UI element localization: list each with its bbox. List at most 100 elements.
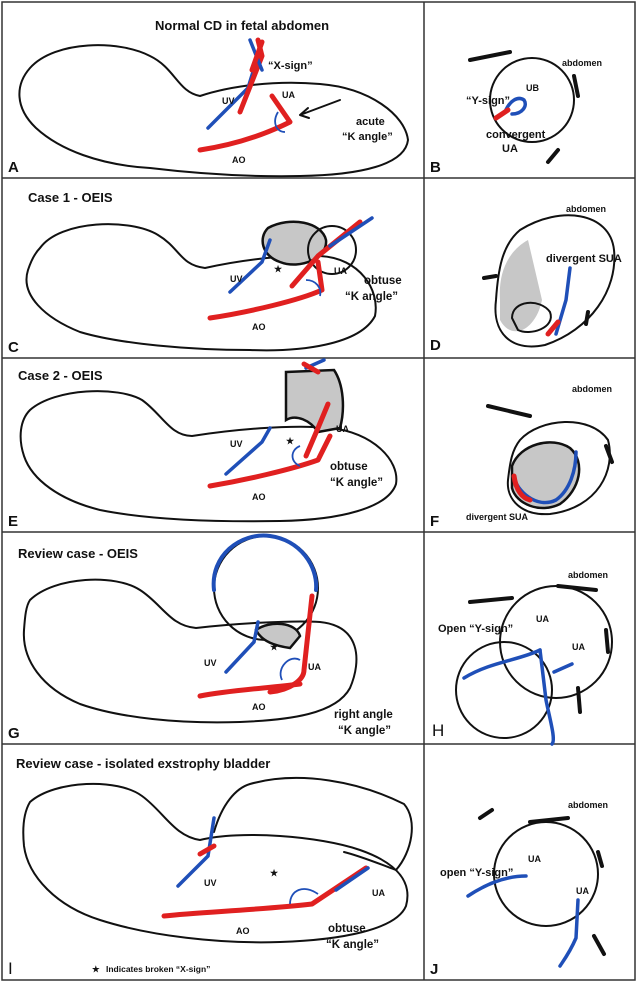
panel-f: abdomen divergent SUA F [430, 384, 612, 530]
angle-pointer-arrow [300, 100, 340, 118]
footnote-text: Indicates broken “X-sign” [106, 964, 210, 974]
convergent-label-line2: UA [502, 143, 518, 155]
ub-label: UB [526, 83, 539, 93]
panel-e: Case 2 - OEIS ★ UV UA AO obtuse “K angle… [8, 360, 396, 530]
abdominal-wall-mark [488, 406, 530, 416]
angle-label-line1: obtuse [330, 461, 368, 473]
panel-g-title: Review case - OEIS [18, 546, 138, 561]
ao-label: AO [232, 155, 246, 165]
y-sign-label: “Y-sign” [466, 95, 510, 107]
abdominal-wall-mark [586, 312, 588, 324]
open-y-line-2 [554, 664, 572, 672]
convergent-label-line1: convergent [486, 129, 546, 141]
angle-label-line1: right angle [334, 709, 393, 721]
open-y-line-2 [560, 900, 578, 966]
abdominal-wall-mark [606, 446, 612, 462]
ao-label: AO [252, 322, 266, 332]
uv-label: UV [204, 658, 217, 668]
panel-letter-f: F [430, 513, 439, 530]
panel-a-title: Normal CD in fetal abdomen [155, 18, 329, 33]
abdominal-wall-mark [548, 150, 558, 162]
ao-label: AO [252, 702, 266, 712]
angle-label-line1: obtuse [328, 923, 366, 935]
panel-letter-h: H [432, 721, 444, 740]
k-angle-arc [293, 446, 301, 466]
star-marker: ★ [270, 868, 279, 878]
angle-label-line2: “K angle” [338, 725, 391, 737]
panel-i-title: Review case - isolated exstrophy bladder [16, 756, 270, 771]
cord-blue [330, 218, 372, 246]
panel-letter-d: D [430, 337, 441, 354]
uv-label: UV [230, 274, 243, 284]
x-sign-label: “X-sign” [268, 60, 313, 72]
ua-label: UA [336, 424, 349, 434]
divergent-sua-label: divergent SUA [466, 512, 529, 522]
convergent-ua-red [496, 110, 508, 118]
star-marker: ★ [270, 642, 279, 652]
umbilical-vein-line [226, 428, 270, 474]
panel-letter-g: G [8, 725, 20, 742]
angle-label-line2: “K angle” [342, 131, 393, 143]
uv-label: UV [222, 96, 235, 106]
ua-label-1: UA [536, 614, 549, 624]
abdomen-label: abdomen [572, 384, 612, 394]
abdomen-label: abdomen [562, 58, 602, 68]
panel-c: Case 1 - OEIS ★ UV UA AO obtuse “K angle… [8, 190, 402, 356]
uv-label: UV [230, 439, 243, 449]
abdominal-wall-mark [480, 810, 492, 818]
angle-label-line2: “K angle” [326, 939, 379, 951]
panel-h: abdomen Open “Y-sign” UA UA H [432, 570, 612, 744]
abdominal-wall-mark [558, 586, 596, 590]
bladder-exstrophy [286, 370, 343, 432]
abdominal-wall-mark [484, 276, 496, 278]
angle-label-line2: “K angle” [345, 291, 398, 303]
abdomen-label: abdomen [568, 800, 608, 810]
panel-letter-i: I [8, 959, 13, 978]
star-legend-icon: ★ [92, 964, 101, 974]
cord-blue [214, 536, 317, 590]
abdominal-wall-mark [530, 818, 568, 822]
abdominal-wall-mark [574, 76, 578, 96]
ua-label: UA [372, 888, 385, 898]
abdominal-wall-mark [578, 688, 580, 712]
abdominal-wall-mark [470, 52, 510, 60]
exstrophy-bladder-outline [214, 778, 412, 870]
ao-label: AO [252, 492, 266, 502]
star-marker: ★ [274, 264, 283, 274]
bladder-exstrophy [500, 240, 542, 331]
ua-label: UA [282, 90, 295, 100]
panel-letter-c: C [8, 339, 19, 356]
abdomen-circle [500, 586, 612, 698]
cord-red [200, 846, 214, 854]
panel-e-title: Case 2 - OEIS [18, 368, 103, 383]
y-sign-label: Open “Y-sign” [438, 623, 513, 635]
ua-label-2: UA [576, 886, 589, 896]
umbilical-vein-line [178, 818, 214, 886]
bladder-circle [456, 642, 552, 738]
panel-c-title: Case 1 - OEIS [28, 190, 113, 205]
ua-label: UA [308, 662, 321, 672]
angle-label-line1: acute [356, 116, 385, 128]
panel-letter-j: J [430, 961, 438, 978]
ua-label: UA [334, 266, 347, 276]
y-sign-label: open “Y-sign” [440, 867, 513, 879]
fetal-body-outline [19, 45, 408, 176]
abdominal-wall-mark [598, 852, 602, 866]
panel-i: Review case - isolated exstrophy bladder… [8, 756, 412, 978]
uv-label: UV [204, 878, 217, 888]
ua-label-2: UA [572, 642, 585, 652]
abdomen-label: abdomen [568, 570, 608, 580]
umbilical-artery-blue [336, 868, 368, 890]
abdominal-wall-mark [606, 630, 608, 652]
panel-letter-e: E [8, 513, 18, 530]
abdomen-label: abdomen [566, 204, 606, 214]
panel-d: abdomen divergent SUA D [430, 204, 622, 354]
fetal-body-outline [23, 784, 407, 942]
divergent-sua-label: divergent SUA [546, 253, 622, 265]
aorta-line [164, 868, 366, 916]
star-marker: ★ [286, 436, 295, 446]
umbilical-vein-line [226, 622, 258, 672]
ao-label: AO [236, 926, 250, 936]
panel-j: abdomen open “Y-sign” UA UA J [430, 800, 608, 978]
abdominal-wall-mark [470, 598, 512, 602]
